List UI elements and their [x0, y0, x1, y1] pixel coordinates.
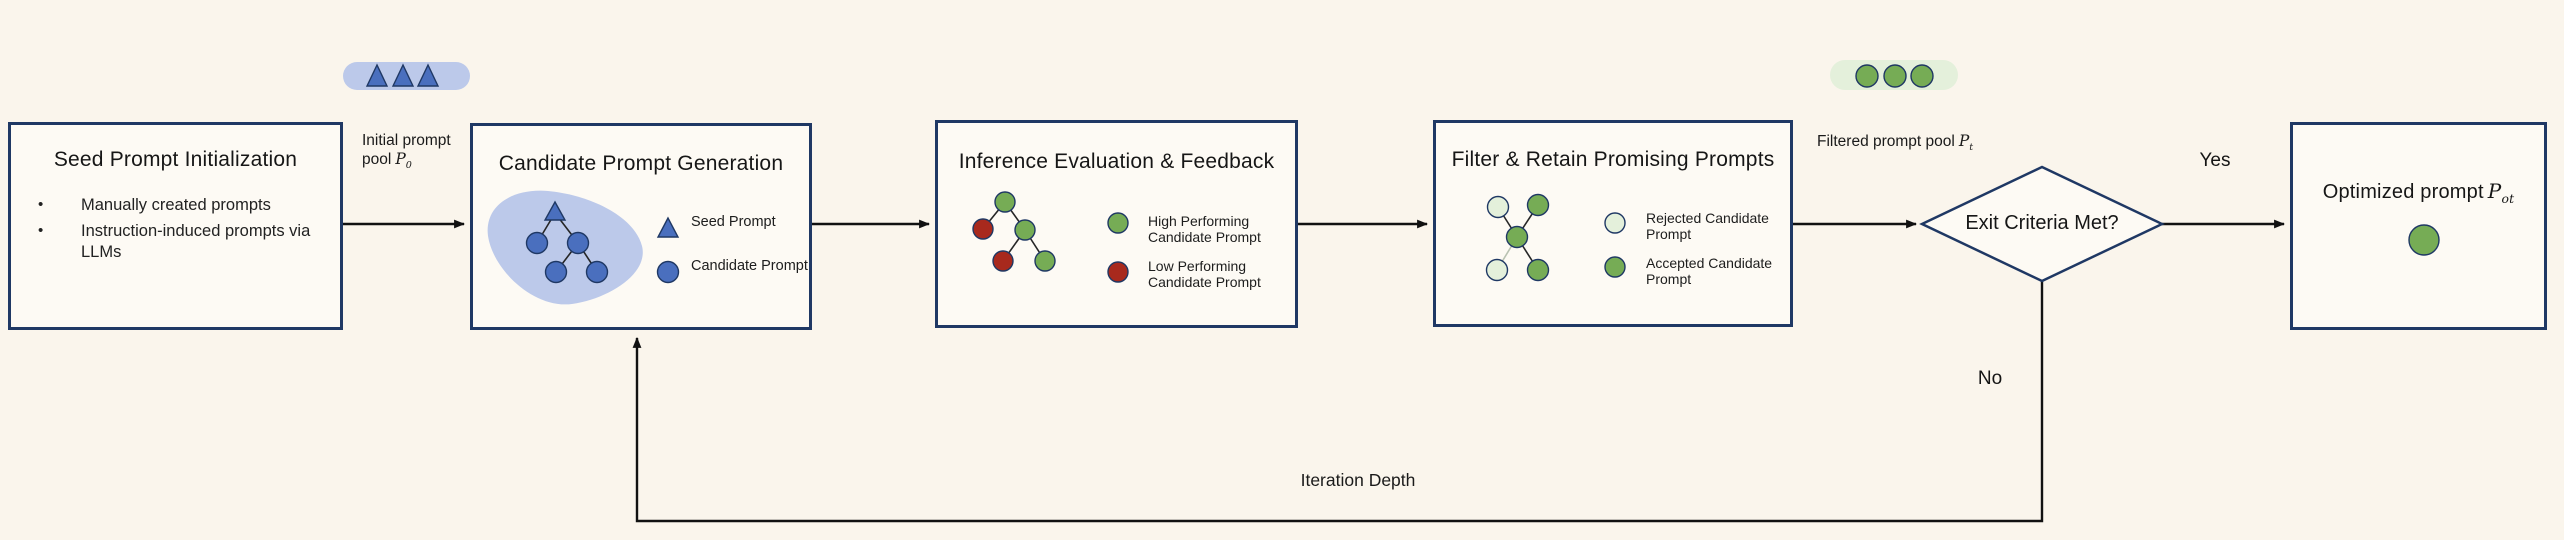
- filter-box-title: Filter & Retain Promising Prompts: [1451, 148, 1775, 171]
- legend-label-seed-prompt: Seed Prompt: [691, 214, 776, 230]
- bullet-item: Instruction-induced prompts via LLMs: [38, 220, 313, 263]
- candidate-node: [525, 231, 549, 255]
- generation-box-title: Candidate Prompt Generation: [498, 152, 784, 175]
- legend-accepted-icon: [1604, 256, 1626, 278]
- accepted-node: [1526, 193, 1550, 217]
- node-filter-retain-prompts: Filter & Retain Promising Prompts Reject…: [1433, 120, 1793, 327]
- seed-triangle-icon: [365, 63, 389, 87]
- no-branch-label: No: [1977, 368, 2003, 389]
- initial-prompt-pool-pill: [343, 62, 470, 90]
- low-performing-node: [992, 250, 1014, 272]
- evaluation-box-title: Inference Evaluation & Feedback: [958, 150, 1275, 173]
- iteration-depth-label: Iteration Depth: [1300, 470, 1416, 490]
- seed-triangle-icon: [416, 63, 440, 87]
- accepted-node: [1505, 225, 1529, 249]
- legend-label-low-performing: Low Performing Candidate Prompt: [1148, 258, 1261, 290]
- high-performing-node: [1014, 219, 1036, 241]
- seed-triangle-icon: [543, 200, 567, 221]
- legend-seed-triangle-icon: [656, 216, 680, 238]
- accepted-node: [1526, 258, 1550, 282]
- seed-triangle-icon: [391, 63, 415, 87]
- candidate-node: [566, 231, 590, 255]
- low-performing-node: [972, 218, 994, 240]
- candidate-node: [585, 260, 609, 284]
- legend-low-performing-icon: [1107, 261, 1129, 283]
- legend-candidate-circle-icon: [656, 260, 680, 284]
- accepted-prompt-icon: [1910, 64, 1934, 88]
- legend-label-high-performing: High Performing Candidate Prompt: [1148, 213, 1261, 245]
- candidate-node: [544, 260, 568, 284]
- accepted-prompt-icon: [1855, 64, 1879, 88]
- filtered-prompt-pool-pill: [1830, 60, 1958, 90]
- feedback-loop-no-path: [632, 281, 2044, 523]
- seed-box-title: Seed Prompt Initialization: [53, 148, 298, 171]
- evaluation-tree: [972, 191, 1129, 283]
- generation-tree: [487, 190, 680, 305]
- high-performing-node: [1034, 250, 1056, 272]
- yes-branch-label: Yes: [2199, 150, 2231, 171]
- seed-box-bullet-list: Manually created prompts Instruction-ind…: [38, 194, 313, 268]
- node-seed-prompt-initialization: Seed Prompt Initialization Manually crea…: [8, 122, 343, 330]
- optimized-prompt-node: [2408, 224, 2440, 256]
- legend-high-performing-icon: [1107, 212, 1129, 234]
- rejected-node: [1486, 195, 1510, 219]
- prompt-pool-blob: [487, 190, 643, 305]
- math-symbol-p: P: [1958, 132, 1970, 150]
- accepted-prompt-icon: [1883, 64, 1907, 88]
- legend-label-accepted-candidate: Accepted Candidate Prompt: [1646, 255, 1773, 287]
- decision-diamond: [1919, 165, 2165, 283]
- legend-rejected-icon: [1604, 212, 1626, 234]
- legend-label-candidate-prompt: Candidate Prompt: [691, 258, 808, 274]
- rejected-node: [1485, 258, 1509, 282]
- node-inference-evaluation-feedback: Inference Evaluation & Feedback High Per…: [935, 120, 1298, 328]
- decision-label: Exit Criteria Met?: [1965, 212, 2119, 234]
- filter-graph: [1485, 193, 1626, 282]
- math-symbol-p: P: [395, 150, 406, 168]
- legend-label-rejected-candidate: Rejected Candidate Prompt: [1646, 210, 1769, 242]
- math-symbol-p: P: [2487, 179, 2502, 203]
- high-performing-node: [994, 191, 1016, 213]
- bullet-item: Manually created prompts: [38, 194, 313, 216]
